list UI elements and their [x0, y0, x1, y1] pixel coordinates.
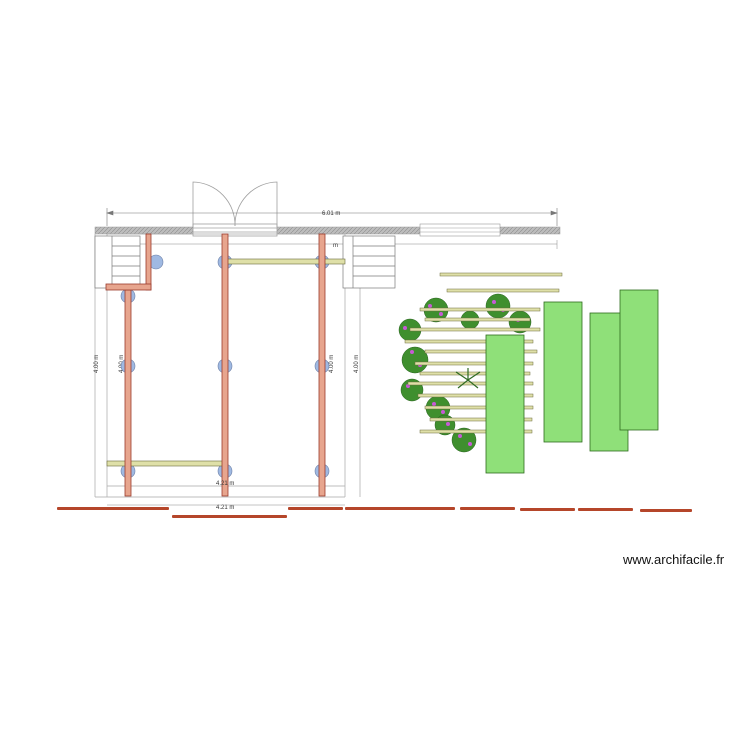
post-left — [124, 289, 132, 497]
ground-soil — [57, 507, 692, 518]
double-door — [192, 181, 278, 237]
watermark-text: www.archifacile.fr — [623, 552, 725, 567]
green-panels — [485, 289, 659, 474]
dimension-short-top-label: m — [333, 243, 338, 249]
post-right — [318, 233, 326, 497]
beam-top — [224, 258, 346, 265]
posts — [105, 233, 326, 497]
stair-left — [94, 235, 141, 289]
panel — [543, 301, 583, 443]
panel — [485, 334, 525, 474]
dimension-inner-top — [106, 240, 558, 249]
dimension-inner-width-label: 4.21 m — [216, 505, 234, 511]
garden-cluster — [398, 272, 563, 453]
dimension-inner-width-bottom-label: 4.21 m — [216, 481, 234, 487]
panel — [619, 289, 659, 431]
window — [419, 223, 501, 237]
post-middle — [221, 233, 229, 497]
dimension-inner-right-height-label: 4.00 m — [329, 355, 335, 373]
stair-right — [342, 235, 396, 289]
dimension-overall-width-label: 6.01 m — [322, 211, 340, 217]
dimension-overall-width — [106, 208, 558, 226]
dimension-left-height-label: 4.00 m — [94, 355, 100, 373]
post-cap — [105, 283, 152, 291]
post-stub — [145, 233, 152, 291]
dimension-right-height-label: 4.00 m — [354, 355, 360, 373]
